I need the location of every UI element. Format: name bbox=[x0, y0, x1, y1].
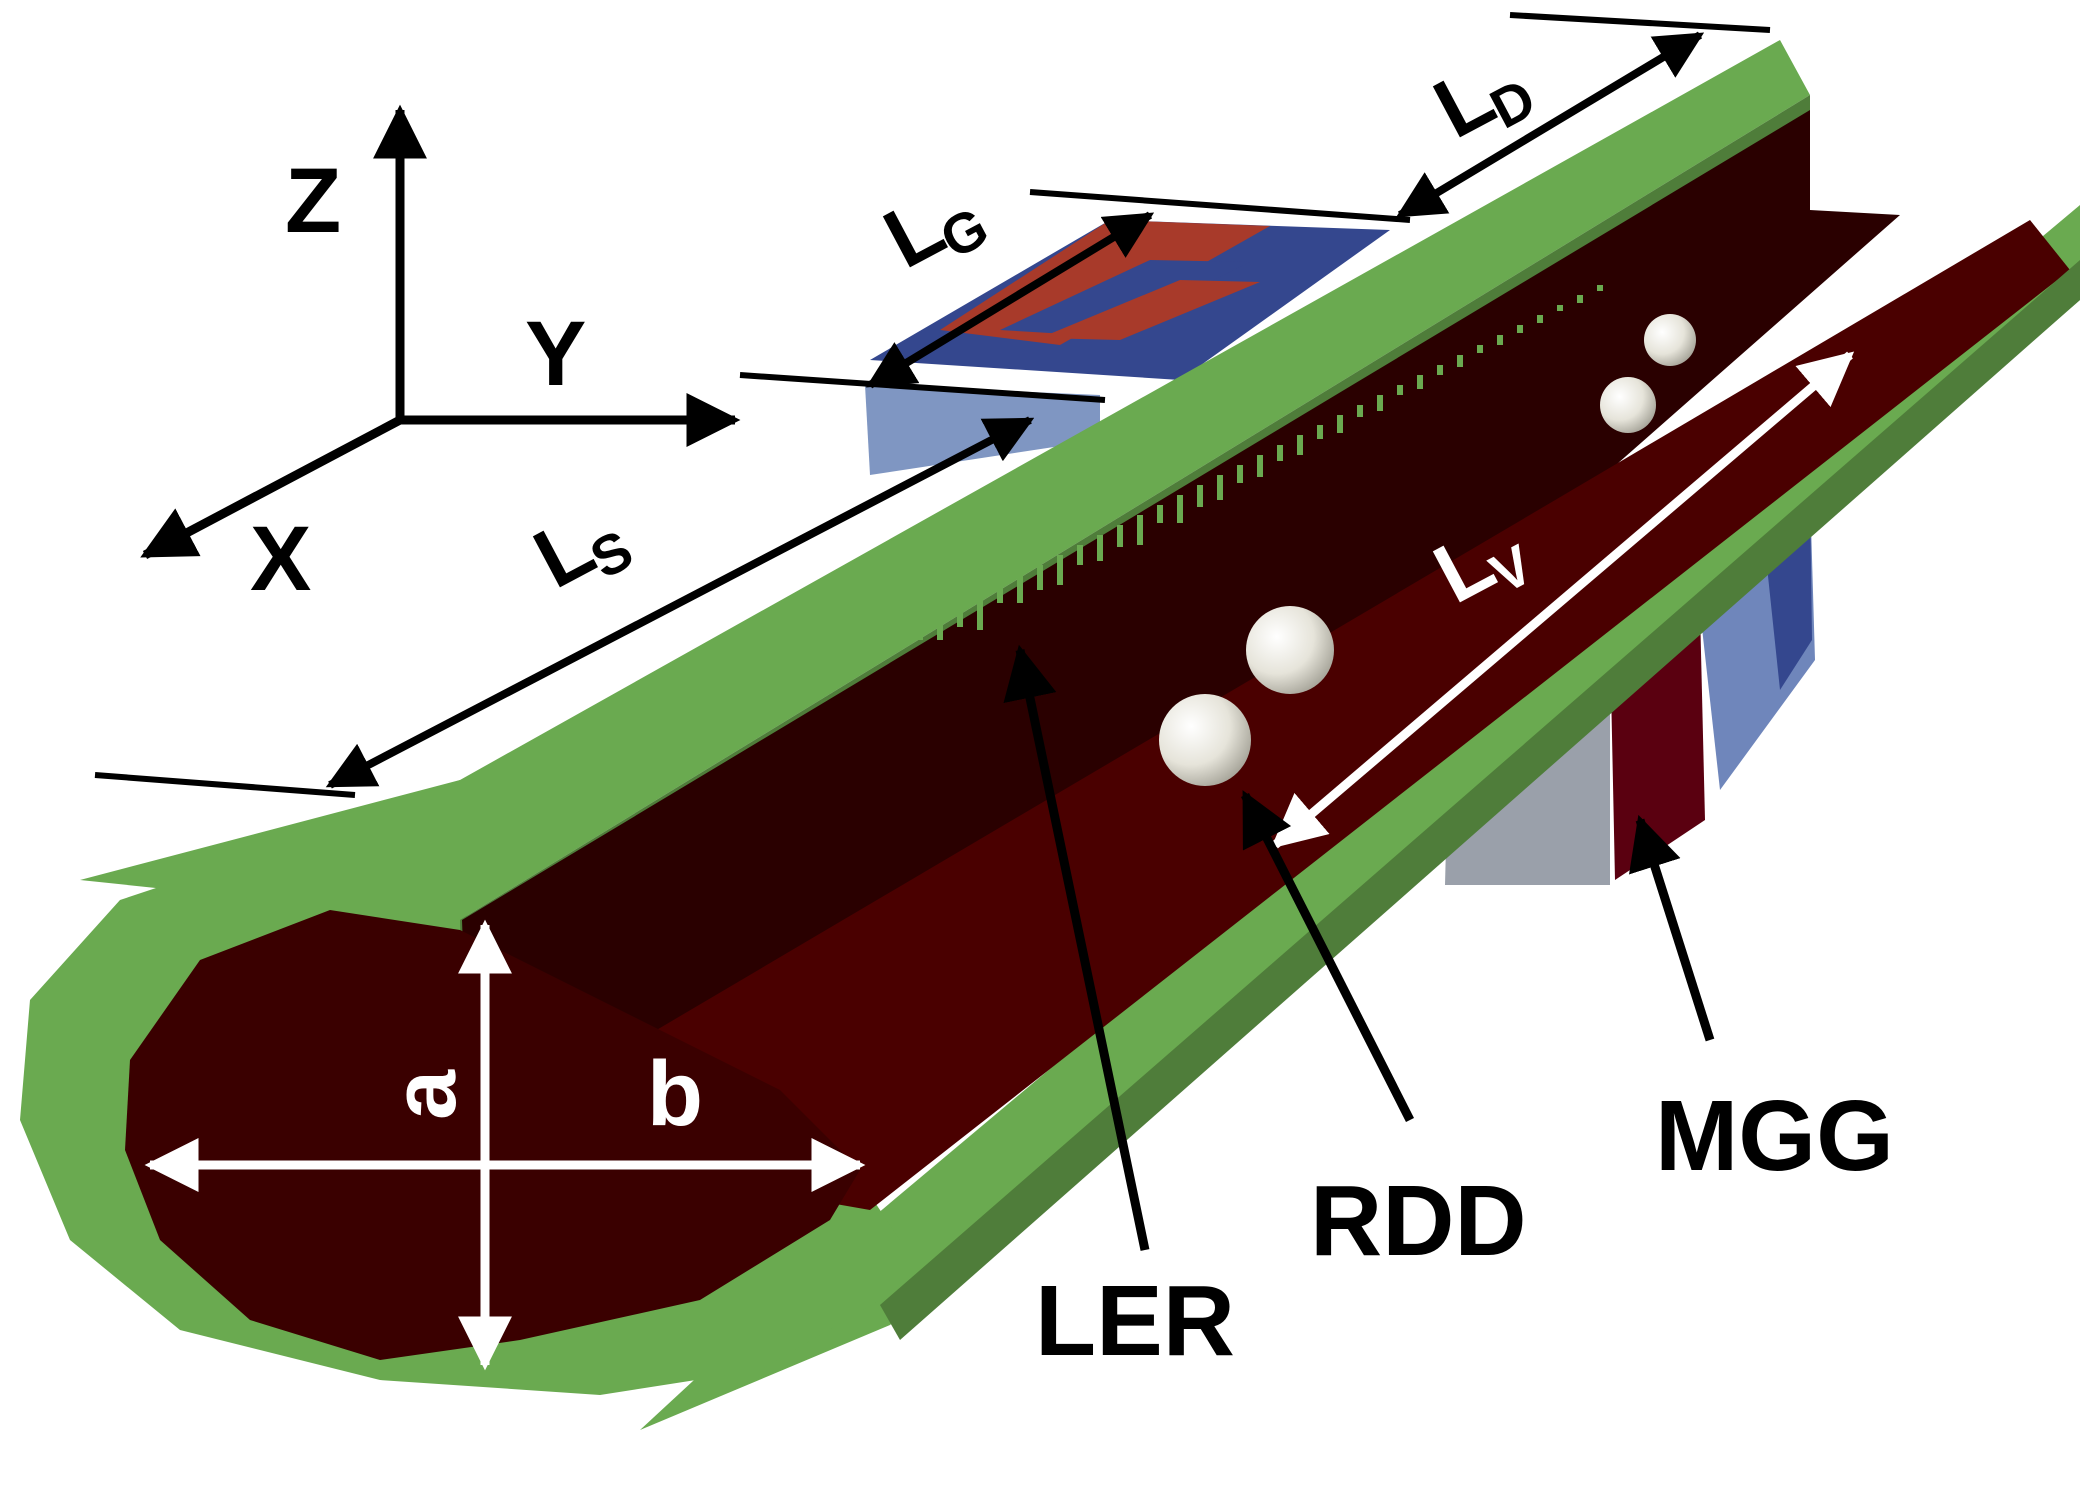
ler-callout-arrow bbox=[1003, 644, 1150, 1251]
ref-line-drain-end bbox=[1509, 12, 1771, 33]
z-axis-label: Z bbox=[285, 150, 341, 252]
sphere-icon bbox=[1246, 606, 1334, 694]
gate-length-arrow bbox=[865, 211, 1155, 389]
drain-length-arrow bbox=[1395, 31, 1705, 219]
gate-length-label: L G bbox=[869, 179, 998, 286]
rdd-callout-arrow bbox=[1240, 790, 1415, 1123]
width-label: b bbox=[647, 1043, 703, 1145]
dimension-lines bbox=[94, 12, 1855, 1371]
y-axis-label: Y bbox=[525, 303, 586, 405]
source-length-arrow bbox=[325, 416, 1035, 789]
rdd-label: RDD bbox=[1310, 1165, 1527, 1277]
ler-label: LER bbox=[1035, 1265, 1235, 1377]
height-label: a bbox=[375, 1069, 475, 1120]
sphere-icon bbox=[1159, 694, 1251, 786]
mgg-callout-arrow bbox=[1629, 814, 1715, 1042]
ref-line-source-start bbox=[94, 772, 356, 798]
ref-line-gate-end bbox=[1029, 189, 1411, 223]
callouts: LER RDD MGG bbox=[1003, 644, 1894, 1377]
mgg-label: MGG bbox=[1655, 1080, 1894, 1192]
x-axis-label: X bbox=[250, 508, 311, 610]
source-length-label: L S bbox=[519, 499, 642, 606]
coordinate-axes: Z Y X bbox=[140, 104, 741, 610]
variability-length-arrow bbox=[1270, 351, 1855, 849]
sphere-icon bbox=[1644, 314, 1696, 366]
ref-line-gate-start bbox=[739, 372, 1106, 403]
sphere-icon bbox=[1600, 377, 1656, 433]
